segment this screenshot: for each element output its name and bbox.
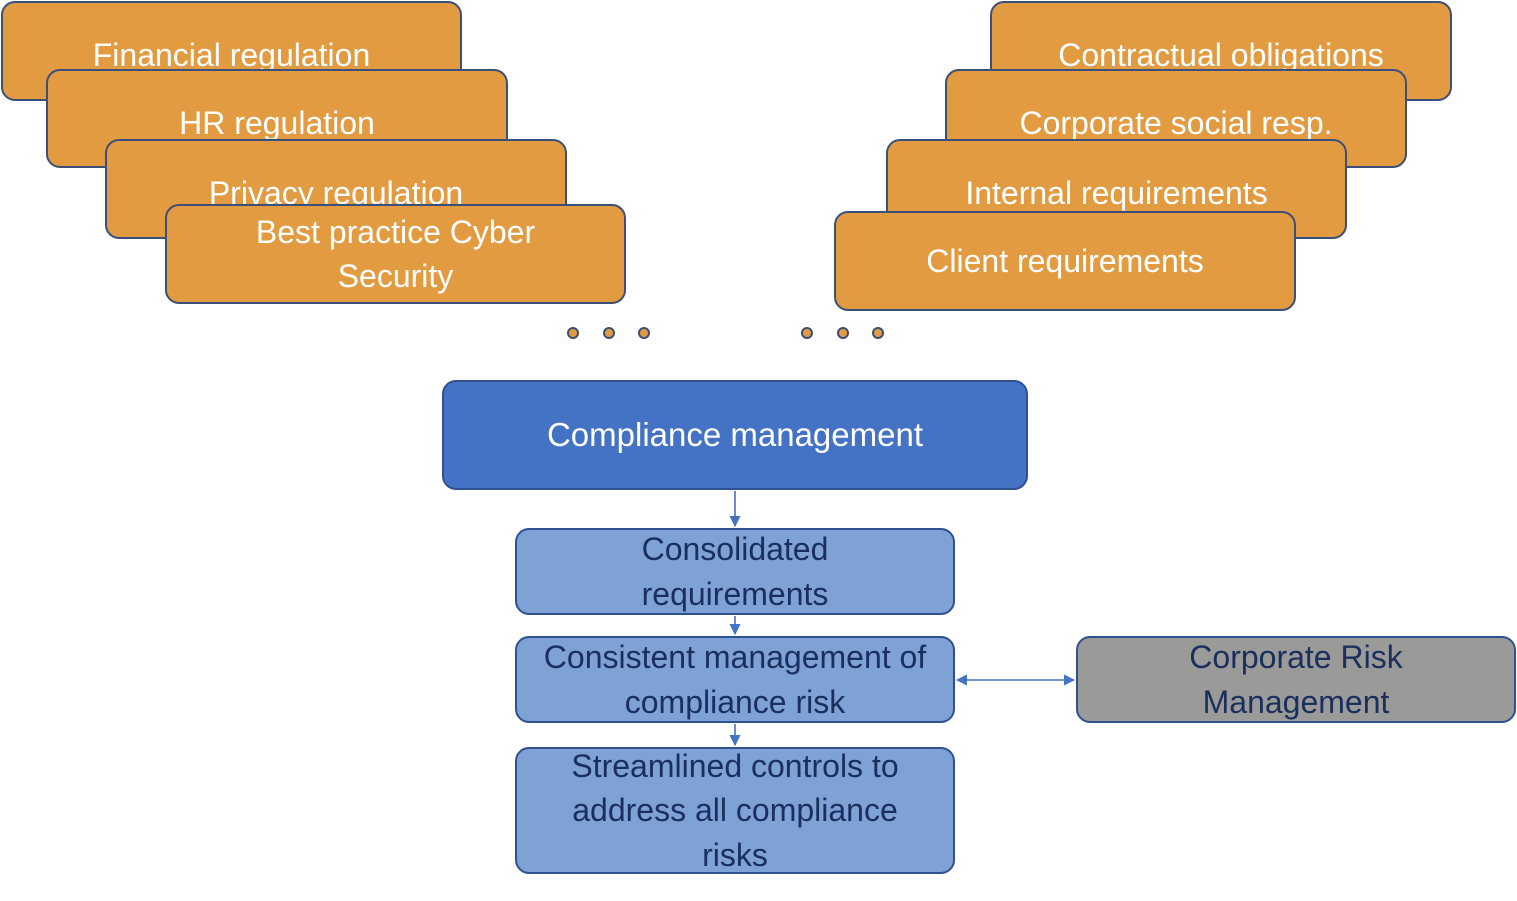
streamlined-controls-box: Streamlined controls to address all comp… (515, 747, 955, 874)
flow-label: Consistent management of compliance risk (543, 639, 927, 720)
source-label: Internal requirements (965, 175, 1268, 211)
ellipsis-dot (837, 327, 849, 339)
flow-label: Streamlined controls to address all comp… (571, 748, 899, 873)
ellipsis-dot (603, 327, 615, 339)
consistent-management-box: Consistent management of compliance risk (515, 636, 955, 723)
source-label: Best practice Cyber Security (255, 213, 536, 294)
source-label: Corporate social resp. (1019, 105, 1333, 141)
source-corporate-social-resp: Corporate social resp. (945, 69, 1407, 168)
flow-label: Consolidated requirements (641, 531, 829, 612)
ellipsis-dot (567, 327, 579, 339)
side-label: Corporate Risk Management (1189, 639, 1403, 720)
consolidated-requirements-box: Consolidated requirements (515, 528, 955, 615)
source-best-practice-cyber-security: Best practice Cyber Security (165, 204, 626, 304)
compliance-management-box: Compliance management (442, 380, 1028, 490)
ellipsis-dot (638, 327, 650, 339)
corporate-risk-management-box: Corporate Risk Management (1076, 636, 1516, 723)
ellipsis-dot (872, 327, 884, 339)
source-label: HR regulation (179, 105, 375, 141)
hub-label: Compliance management (546, 416, 924, 454)
source-client-requirements: Client requirements (834, 211, 1296, 311)
source-label: Contractual obligations (1058, 37, 1384, 73)
source-label: Financial regulation (92, 37, 371, 73)
ellipsis-dot (801, 327, 813, 339)
source-label: Client requirements (926, 242, 1204, 279)
